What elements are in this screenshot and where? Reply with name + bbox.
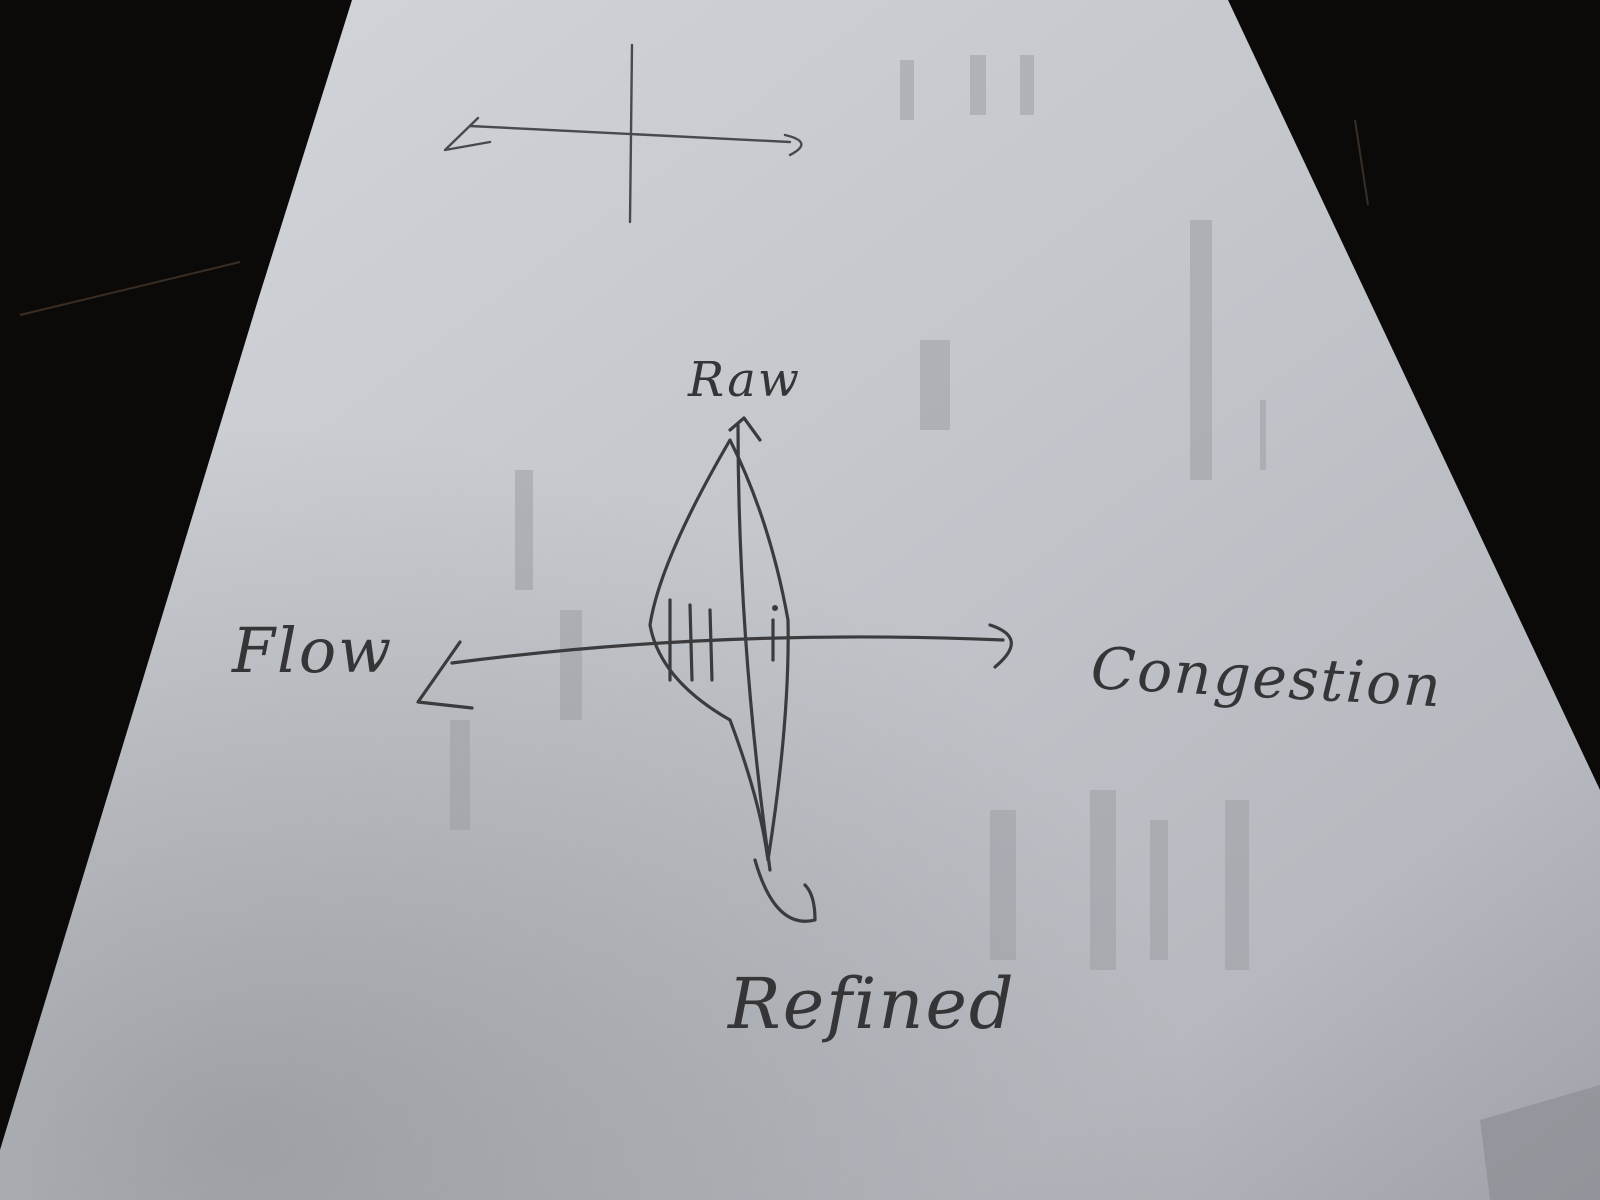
show-through-marks — [450, 55, 1266, 970]
ghost-mark — [450, 720, 470, 830]
tick-mark — [688, 603, 694, 682]
ghost-mark — [1225, 800, 1249, 970]
top-arrowhead — [728, 416, 762, 442]
vertical-axis — [736, 423, 772, 872]
tick-dot — [772, 605, 778, 611]
label-bottom: Refined — [726, 963, 1016, 1045]
ghost-mark — [920, 340, 950, 430]
stray-fiber — [19, 261, 241, 316]
ghost-mark — [900, 60, 914, 120]
ghost-mark — [990, 810, 1016, 960]
ghost-mark — [1020, 55, 1034, 115]
ghost-mark — [1150, 820, 1168, 960]
horizontal-axis — [450, 635, 1005, 665]
distribution-shape — [648, 438, 790, 862]
small-axes-sketch — [443, 43, 803, 224]
ghost-mark — [970, 55, 986, 115]
small-right-arrowhead — [783, 133, 803, 157]
label-top: Raw — [687, 352, 801, 408]
stray-fiber — [1354, 119, 1369, 206]
left-arrowhead — [416, 640, 474, 710]
small-horizontal-axis — [468, 124, 792, 144]
ghost-mark — [1090, 790, 1116, 970]
tick-mark — [708, 608, 714, 682]
paper-fold — [1480, 1085, 1600, 1200]
ghost-mark — [515, 470, 533, 590]
right-arrowhead — [988, 623, 1013, 669]
ghost-mark — [1190, 220, 1212, 480]
small-left-arrowhead — [443, 116, 492, 152]
bottom-arrowhead — [753, 858, 817, 923]
label-left: Flow — [231, 614, 393, 687]
ghost-mark — [560, 610, 582, 720]
ghost-mark — [1260, 400, 1266, 470]
main-axes-diagram: Raw Refined Flow Congestion — [231, 352, 1444, 1045]
